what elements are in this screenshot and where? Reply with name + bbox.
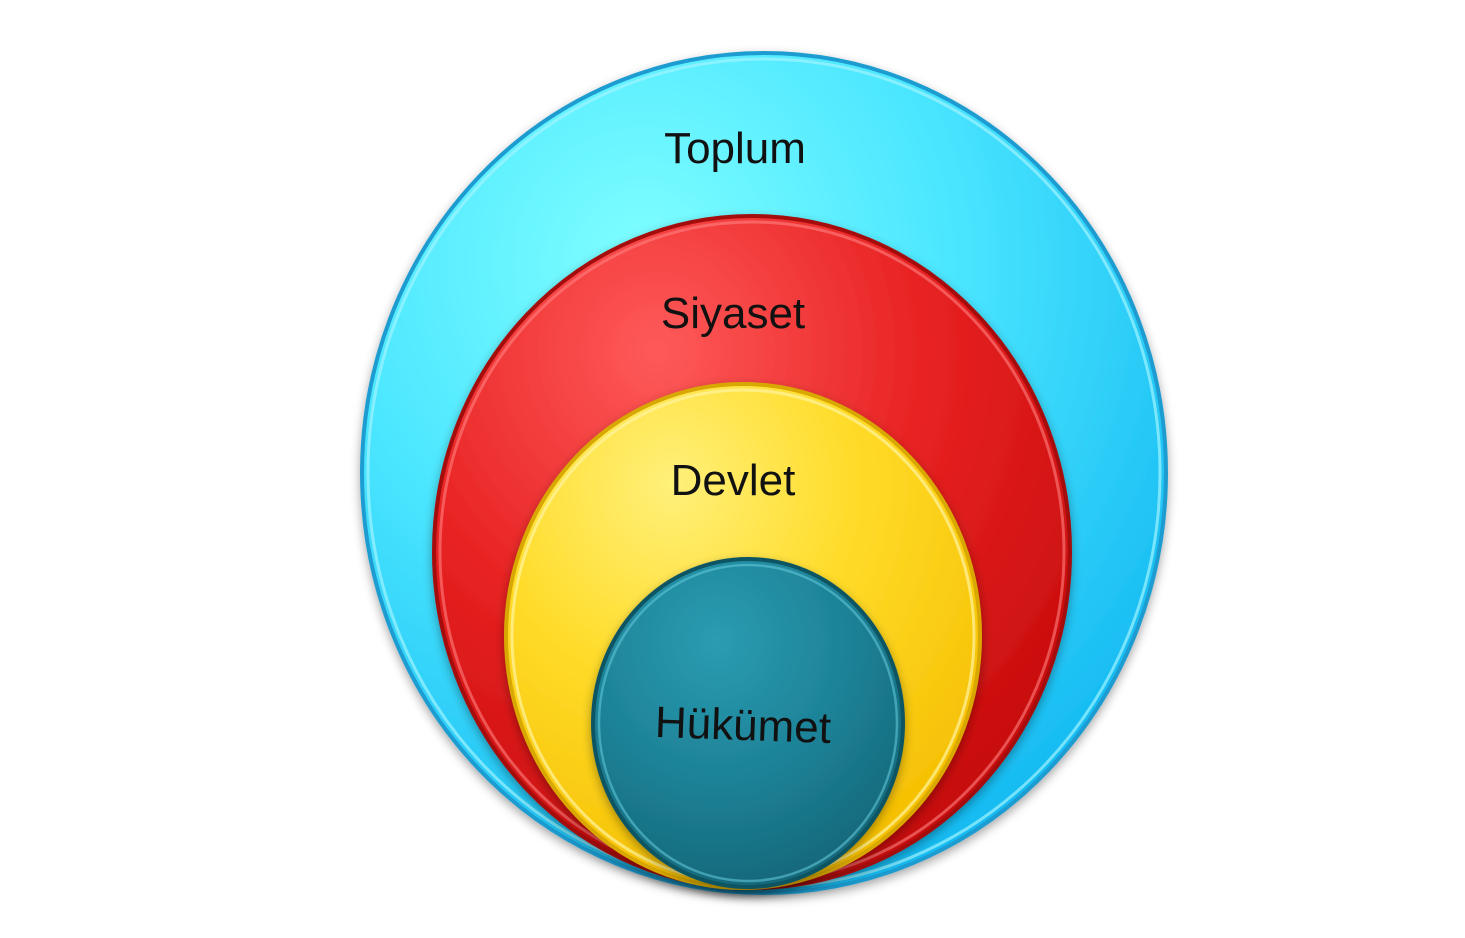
ring-hukumet-rim [597,563,899,883]
ring-toplum-label: Toplum [664,124,806,173]
ring-devlet-label: Devlet [671,456,796,505]
ring-hukumet: Hükümet [591,557,905,889]
ring-hukumet-shape [591,557,905,889]
ring-hukumet-label: Hükümet [654,698,832,753]
ring-siyaset-label: Siyaset [661,289,805,338]
